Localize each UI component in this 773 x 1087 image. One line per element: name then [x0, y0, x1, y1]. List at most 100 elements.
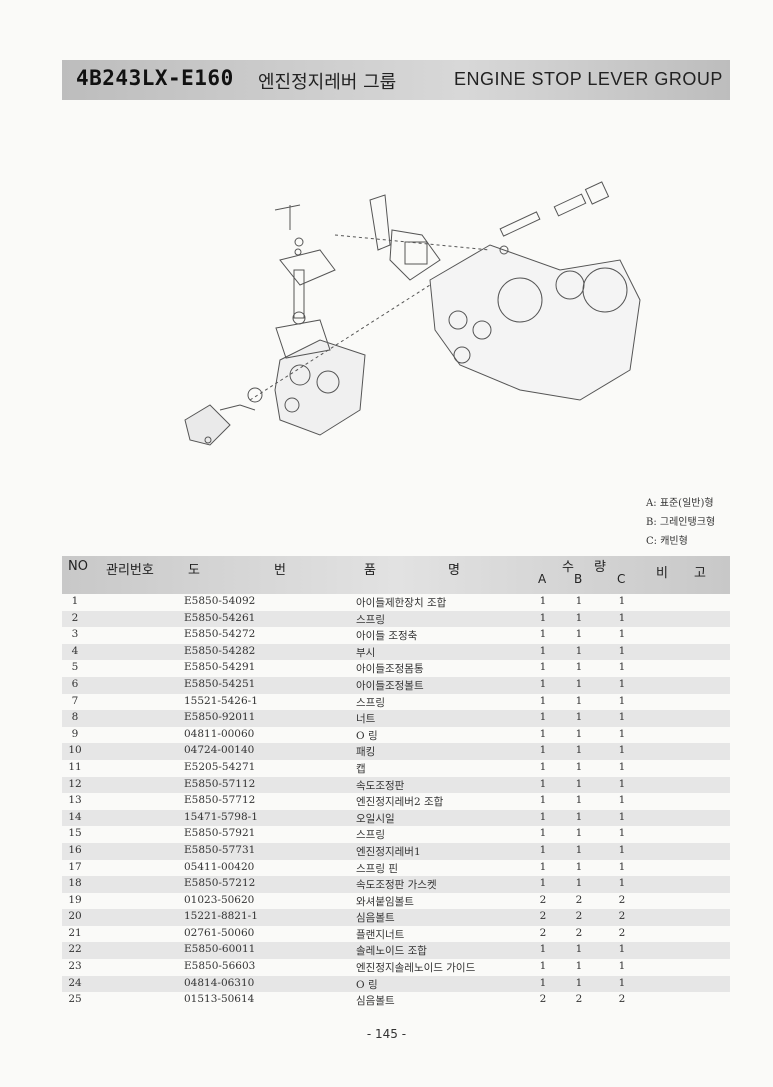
row-number: 12: [68, 777, 82, 790]
qty-b: 2: [575, 893, 583, 906]
part-name: 아이들제한장치 조합: [356, 597, 447, 609]
header-c: C: [617, 572, 626, 586]
qty-b: 1: [575, 877, 583, 890]
qty-b: 1: [575, 595, 583, 607]
part-number: E5850-54092: [184, 595, 256, 607]
qty-c: 2: [618, 926, 626, 939]
part-number: 01513-50614: [184, 993, 255, 1006]
qty-b: 1: [575, 711, 583, 724]
part-number: 05411-00420: [184, 860, 255, 873]
part-name: 엔진정지솔레노이드 가이드: [356, 962, 476, 975]
legend-c: C: 캐빈형: [646, 536, 688, 547]
part-number: E5850-57731: [184, 843, 256, 856]
row-number: 15: [68, 827, 82, 840]
qty-c: 1: [618, 760, 626, 773]
qty-a: 1: [539, 611, 547, 624]
header-no: NO: [68, 559, 88, 574]
row-number: 20: [68, 910, 82, 923]
row-number: 24: [68, 976, 82, 989]
table-header: NO 관리번호 도 번 품 명 수 량 A B C 비 고: [62, 556, 730, 594]
qty-b: 1: [575, 661, 583, 674]
row-number: 7: [71, 694, 79, 707]
part-name: 스프링: [356, 696, 385, 709]
qty-b: 1: [575, 843, 583, 856]
part-number: E5850-54282: [184, 644, 256, 657]
qty-a: 1: [539, 644, 547, 657]
qty-c: 1: [618, 694, 626, 707]
qty-a: 1: [539, 810, 547, 823]
part-number: 04811-00060: [184, 727, 255, 740]
qty-b: 1: [575, 677, 583, 690]
part-name: 스프링 핀: [356, 862, 398, 875]
part-name: O 링: [356, 729, 378, 742]
header-name-1: 품: [364, 563, 376, 578]
part-name: 스프링: [356, 613, 385, 626]
row-number: 17: [68, 860, 82, 873]
part-number: E5850-54261: [184, 611, 256, 624]
part-number: E5850-57712: [184, 794, 256, 807]
part-name: 속도조정판 가스켓: [356, 879, 437, 892]
qty-b: 1: [575, 727, 583, 740]
qty-c: 1: [618, 810, 626, 823]
row-number: 1: [71, 595, 79, 607]
qty-b: 1: [575, 794, 583, 807]
qty-a: 2: [539, 893, 547, 906]
part-number: E5850-54291: [184, 661, 256, 674]
part-number: 04724-00140: [184, 744, 255, 757]
qty-a: 1: [539, 694, 547, 707]
part-number: 02761-50060: [184, 926, 255, 939]
header-qty-2: 량: [594, 560, 606, 575]
qty-c: 1: [618, 661, 626, 674]
part-name: 오일시일: [356, 812, 395, 825]
row-number: 22: [68, 943, 82, 956]
part-name: 와셔붙임볼트: [356, 895, 414, 908]
qty-a: 1: [539, 595, 547, 607]
part-name: 플랜지너트: [356, 928, 405, 941]
part-number: 15471-5798-1: [184, 810, 258, 823]
part-name: 스프링: [356, 829, 385, 842]
part-name: 엔진정지레버1: [356, 845, 421, 858]
qty-b: 1: [575, 976, 583, 989]
part-name: 아이들조정몸통: [356, 663, 424, 676]
qty-b: 1: [575, 810, 583, 823]
part-number: E5850-57212: [184, 877, 256, 890]
part-number: E5850-60011: [184, 943, 256, 956]
qty-a: 1: [539, 628, 547, 641]
qty-a: 1: [539, 727, 547, 740]
part-number: E5850-56603: [184, 960, 256, 973]
part-name: 부시: [356, 646, 376, 659]
qty-b: 2: [575, 910, 583, 923]
qty-c: 1: [618, 628, 626, 641]
row-number: 14: [68, 810, 82, 823]
qty-a: 2: [539, 910, 547, 923]
row-number: 16: [68, 843, 82, 856]
qty-b: 1: [575, 943, 583, 956]
part-name: 솔레노이드 조합: [356, 945, 427, 958]
qty-b: 1: [575, 694, 583, 707]
model-legend: A: 표준(일반)형 B: 그레인탱크형 C: 캐빈형: [646, 494, 715, 551]
qty-b: 1: [575, 744, 583, 757]
qty-c: 1: [618, 794, 626, 807]
qty-c: 1: [618, 960, 626, 973]
header-name-2: 명: [448, 563, 460, 578]
qty-a: 1: [539, 794, 547, 807]
row-number: 9: [71, 727, 79, 740]
row-number: 25: [68, 993, 82, 1006]
qty-c: 2: [618, 910, 626, 923]
row-number: 11: [68, 760, 82, 773]
qty-b: 1: [575, 777, 583, 790]
